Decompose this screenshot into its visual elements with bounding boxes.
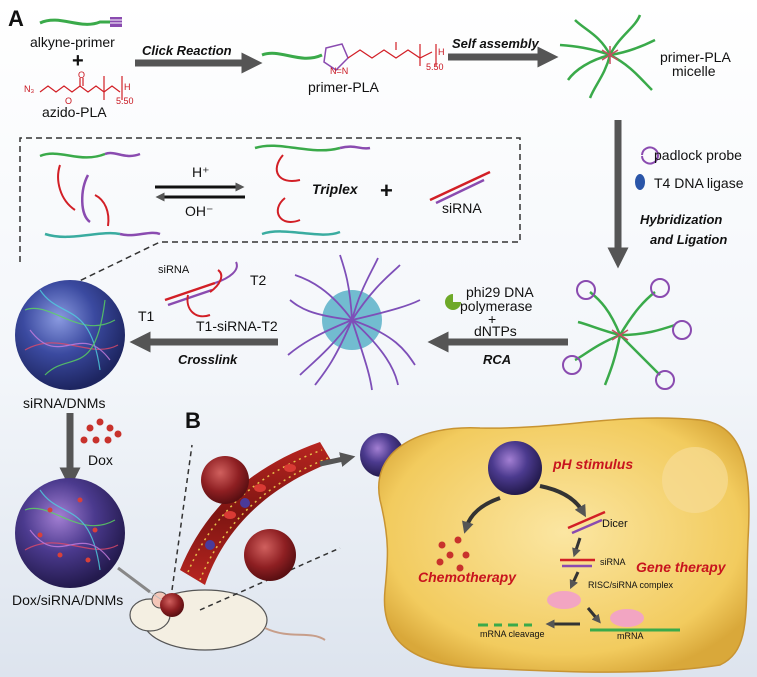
h-plus-label: H⁺ [192, 164, 210, 180]
hybridization-label-2: and Ligation [650, 232, 728, 247]
dox-sirna-dnms-label: Dox/siRNA/DNMs [12, 592, 124, 608]
released-dox [436, 536, 470, 572]
phi29-icon [445, 294, 461, 310]
phi29-label-2: polymerase [460, 298, 533, 314]
dox-dots-on-particle [37, 497, 98, 563]
padlock-probe-label: padlock probe [654, 147, 742, 163]
t2-label: T2 [250, 272, 267, 288]
mouse-illustration [117, 566, 326, 651]
t4-ligase-label: T4 DNA ligase [654, 175, 744, 191]
ph-stimulus-label: pH stimulus [553, 456, 634, 472]
azido-pla-structure [39, 76, 123, 100]
dox-sirna-dnm-particle [15, 478, 125, 588]
sirna-dnm-fibers [24, 289, 119, 376]
tumor-1 [201, 456, 249, 504]
chem-h-2: H [438, 47, 445, 57]
inset-plus: + [380, 178, 393, 203]
zoom-line-1 [171, 444, 193, 591]
alkyne-primer-graphic [39, 17, 122, 27]
phi29-label-1: phi29 DNA [466, 284, 534, 300]
padlock-micelle-graphic [562, 278, 692, 390]
panel-a-label: A [8, 6, 24, 31]
padlock-probe-icon [641, 146, 659, 165]
crosslink-label: Crosslink [178, 352, 238, 367]
chem-nn: N=N [330, 66, 349, 76]
oh-minus-label: OH⁻ [185, 203, 214, 219]
primer-pla-structure [261, 42, 437, 71]
nucleus [662, 447, 728, 513]
primer-pla-micelle-graphic [559, 14, 656, 99]
sirna-dnms-label: siRNA/DNMs [23, 395, 106, 411]
chem-n-1: 5.50 [116, 96, 134, 106]
sirna-dnm-particle [15, 280, 125, 390]
dicer-sirna-graphic [567, 510, 606, 535]
mrna-cleavage-label: mRNA cleavage [480, 629, 545, 639]
ligase-icon [635, 174, 645, 190]
cell-body [377, 417, 750, 673]
risc-complex-icon [547, 591, 581, 609]
gene-path-arrow [539, 484, 586, 518]
risc-arrow [569, 571, 580, 590]
chem-o-1: O [65, 96, 73, 106]
chem-o-2: O [78, 70, 86, 80]
risc-on-mrna-icon [610, 609, 644, 627]
alkyne-primer-label: alkyne-primer [30, 34, 115, 50]
processed-sirna [560, 558, 595, 568]
internalized-particle [488, 441, 542, 495]
t1-sirna-t2-label: T1-siRNA-T2 [196, 318, 278, 334]
azido-pla-label: azido-PLA [42, 104, 107, 120]
micelle-label-2: micelle [672, 63, 716, 79]
dox-label: Dox [88, 452, 113, 468]
phi29-plus: + [488, 311, 497, 327]
click-reaction-label: Click Reaction [142, 43, 232, 58]
inset-sirna-label: siRNA [442, 200, 482, 216]
mrna-label: mRNA [617, 631, 644, 641]
t1-sirna-t2-graphic [164, 261, 238, 318]
micelle-label-1: primer-PLA [660, 49, 731, 65]
sirna-top-label: siRNA [158, 264, 190, 276]
rca-label: RCA [483, 352, 512, 367]
t1-label: T1 [138, 308, 155, 324]
chem-n-2: 5.50 [426, 62, 444, 72]
triplex-label: Triplex [312, 181, 358, 197]
hybridization-label-1: Hybridization [640, 212, 723, 227]
chem-n3: N₃ [24, 84, 35, 94]
dox-molecules [80, 418, 122, 444]
chemo-path-arrow [462, 496, 501, 534]
chemotherapy-label: Chemotherapy [418, 569, 517, 585]
panel-b-label: B [185, 408, 201, 433]
gene-therapy-label: Gene therapy [636, 559, 726, 575]
vessel-exit-arrow [319, 452, 356, 467]
cell-sirna-label: siRNA [600, 557, 626, 567]
rca-product [287, 254, 421, 391]
self-assembly-label: Self assembly [452, 36, 539, 51]
triplex-inset [19, 137, 521, 301]
chem-h-1: H [124, 82, 131, 92]
tumor-2 [244, 529, 296, 581]
dox-sirna-dnm-fibers [24, 489, 119, 571]
dntps-label: dNTPs [474, 323, 517, 339]
dicer-arrow [572, 537, 582, 558]
reactant-plus: + [72, 50, 84, 72]
primer-pla-label: primer-PLA [308, 79, 379, 95]
risc-label: RISC/siRNA complex [588, 580, 674, 590]
dicer-label: Dicer [602, 518, 628, 530]
mrna-target-arrow [586, 607, 601, 624]
blood-vessel [180, 442, 332, 585]
